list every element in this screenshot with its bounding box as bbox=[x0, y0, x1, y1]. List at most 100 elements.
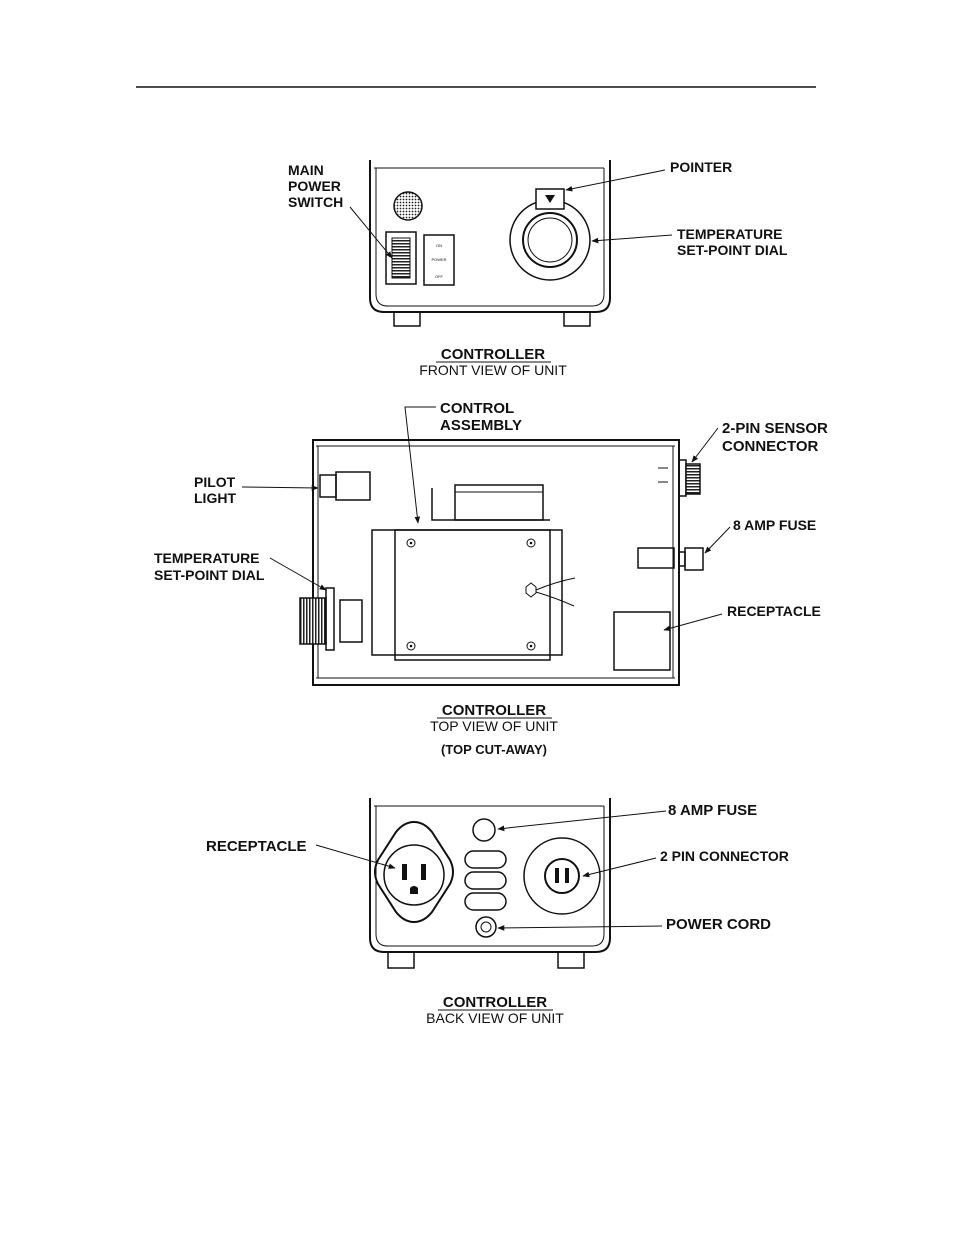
screw-icon bbox=[529, 644, 533, 648]
top-fuse-holder bbox=[637, 547, 675, 569]
pilot-light-icon bbox=[393, 191, 423, 221]
label-2pin-sensor: 2-PIN SENSOR bbox=[722, 420, 828, 437]
outlet-ground-icon bbox=[410, 886, 418, 894]
screw-icon bbox=[526, 538, 536, 548]
caption-top-sub: TOP VIEW OF UNIT bbox=[430, 718, 558, 734]
label-8amp-fuse-back: 8 AMP FUSE bbox=[668, 802, 757, 819]
caption-back-sub: BACK VIEW OF UNIT bbox=[426, 1010, 564, 1026]
back-foot-left bbox=[387, 951, 415, 969]
leader-control-assembly bbox=[404, 406, 436, 524]
transformer-top bbox=[454, 484, 544, 521]
leader-temp-dial-top bbox=[269, 557, 327, 591]
front-view: ON POWER OFF MAIN POWER SWITCH POINTER T… bbox=[288, 159, 788, 378]
back-panel-inner bbox=[375, 806, 605, 947]
label-switch: SWITCH bbox=[288, 194, 343, 210]
temp-dial-knob[interactable] bbox=[527, 217, 573, 263]
leader-sensor-connector bbox=[691, 427, 719, 463]
wire-lug-icon bbox=[525, 582, 537, 598]
top-dial-flange bbox=[325, 587, 335, 651]
control-bracket bbox=[431, 488, 550, 521]
label-control: CONTROL bbox=[440, 400, 514, 417]
power-cord-grommet-icon bbox=[475, 916, 497, 938]
label-power-cord: POWER CORD bbox=[666, 916, 771, 933]
pin-icon bbox=[555, 868, 559, 883]
control-assembly-plate bbox=[394, 529, 551, 661]
leader-pin-connector bbox=[582, 857, 657, 878]
leader-receptacle-top bbox=[663, 613, 723, 632]
switch-plate-power: POWER bbox=[431, 257, 446, 262]
back-view: RECEPTACLE 8 AMP FUSE 2 PIN CONNECTOR PO… bbox=[206, 798, 789, 1026]
label-assembly: ASSEMBLY bbox=[440, 417, 522, 434]
top-dial-body bbox=[339, 599, 363, 643]
leader-receptacle-back bbox=[315, 844, 396, 869]
back-foot-right bbox=[557, 951, 585, 969]
screw-icon bbox=[409, 541, 413, 545]
caption-top-note: (TOP CUT-AWAY) bbox=[441, 742, 547, 757]
leader-pilot-light bbox=[241, 485, 319, 491]
screw-icon bbox=[406, 641, 416, 651]
label-main: MAIN bbox=[288, 162, 324, 178]
receptacle-outlet bbox=[383, 844, 445, 906]
label-temperature-top: TEMPERATURE bbox=[154, 550, 260, 566]
front-housing bbox=[369, 160, 611, 313]
pin-connector-outer bbox=[523, 837, 601, 915]
leader-fuse-top bbox=[704, 526, 731, 554]
top-housing bbox=[312, 439, 680, 686]
label-receptacle-top: RECEPTACLE bbox=[727, 603, 821, 619]
top-dial-knob-icon bbox=[299, 597, 327, 645]
label-pilot: PILOT bbox=[194, 474, 236, 490]
leader-temp-dial bbox=[591, 234, 673, 244]
temp-dial-ring bbox=[522, 212, 578, 268]
switch-plate-on: ON bbox=[436, 243, 442, 248]
label-receptacle-back: RECEPTACLE bbox=[206, 838, 307, 855]
screw-icon bbox=[529, 541, 533, 545]
label-light: LIGHT bbox=[194, 490, 236, 506]
screw-icon bbox=[409, 644, 413, 648]
outlet-slot-icon bbox=[421, 864, 426, 880]
caption-front-title: CONTROLLER bbox=[441, 346, 545, 363]
caption-front-sub: FRONT VIEW OF UNIT bbox=[419, 362, 567, 378]
switch-plate-off: OFF bbox=[435, 274, 444, 279]
caption-top-title: CONTROLLER bbox=[442, 702, 546, 719]
leader-fuse-back bbox=[497, 810, 667, 832]
switch-plate bbox=[423, 234, 455, 286]
screw-icon bbox=[526, 641, 536, 651]
label-power: POWER bbox=[288, 178, 341, 194]
back-fuse-icon bbox=[472, 818, 496, 842]
back-housing bbox=[369, 798, 611, 953]
top-receptacle bbox=[613, 611, 671, 671]
pin-icon bbox=[565, 868, 569, 883]
vent-slot bbox=[464, 892, 507, 911]
caption-back-title: CONTROLLER bbox=[443, 994, 547, 1011]
receptacle-plate bbox=[374, 820, 454, 924]
pointer-icon bbox=[545, 195, 555, 203]
label-setpoint-front: SET-POINT DIAL bbox=[677, 242, 788, 258]
leader-main-switch bbox=[349, 206, 393, 259]
leader-power-cord bbox=[497, 925, 663, 931]
front-foot-left bbox=[393, 311, 421, 327]
sensor-connector-flange bbox=[678, 459, 687, 497]
label-setpoint-top: SET-POINT DIAL bbox=[154, 567, 265, 583]
outlet-slot-icon bbox=[402, 864, 407, 880]
leader-pointer bbox=[565, 169, 666, 192]
power-cord-icon bbox=[480, 921, 492, 933]
label-2pin-connector: 2 PIN CONNECTOR bbox=[660, 848, 789, 864]
front-foot-right bbox=[563, 311, 591, 327]
screw-icon bbox=[406, 538, 416, 548]
control-assembly-box bbox=[371, 529, 563, 656]
top-view: CONTROL ASSEMBLY 2-PIN SENSOR CONNECTOR … bbox=[154, 400, 828, 757]
top-pilot-light-body bbox=[335, 471, 371, 501]
switch-rocker-icon bbox=[391, 237, 411, 279]
label-pointer: POINTER bbox=[670, 159, 732, 175]
top-pilot-light-front bbox=[319, 474, 337, 498]
vent-slot bbox=[464, 871, 507, 890]
vent-slot bbox=[464, 850, 507, 869]
pin-connector-socket bbox=[544, 858, 580, 894]
label-8amp-fuse-top: 8 AMP FUSE bbox=[733, 517, 816, 533]
top-fuse-cap bbox=[684, 547, 704, 571]
wire-icon bbox=[535, 577, 576, 607]
front-panel-inner bbox=[375, 168, 605, 307]
label-connector: CONNECTOR bbox=[722, 438, 819, 455]
label-temperature-front: TEMPERATURE bbox=[677, 226, 783, 242]
